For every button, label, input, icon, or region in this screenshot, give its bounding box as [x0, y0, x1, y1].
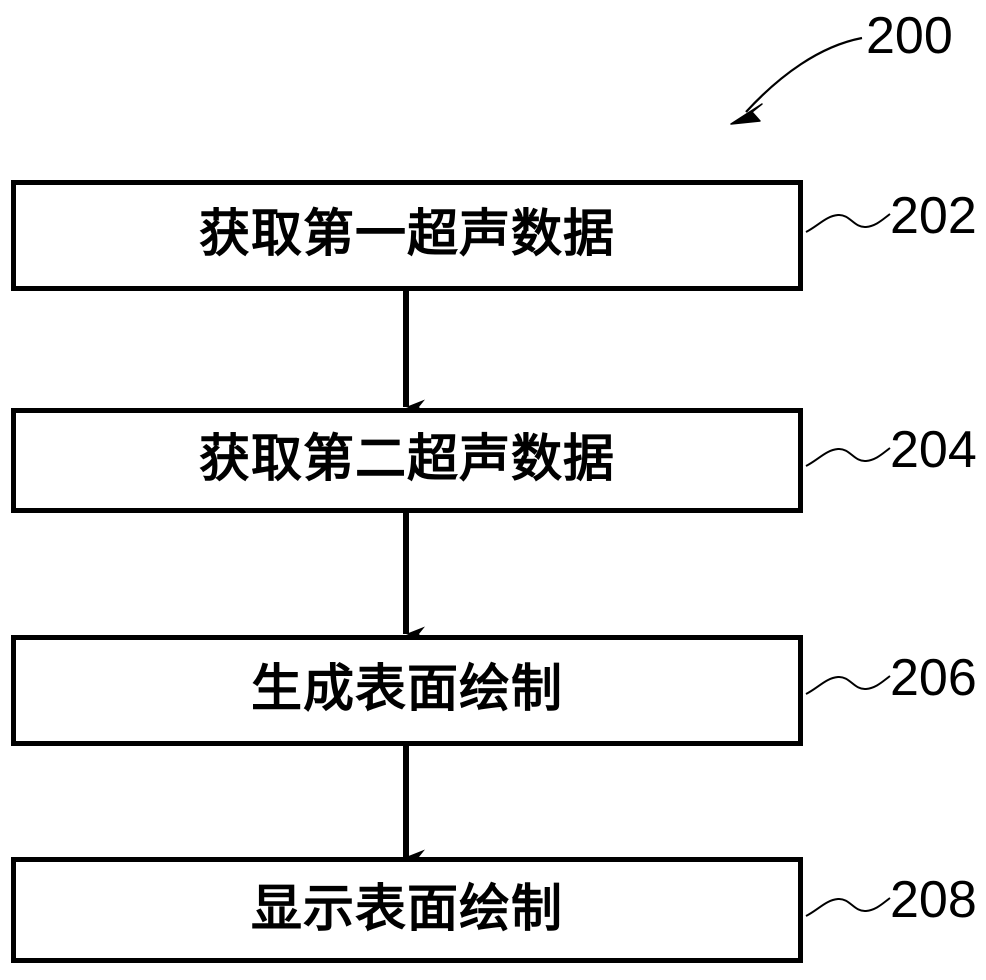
- ref-leader-206: [805, 675, 891, 695]
- ref-number-206: 206: [890, 649, 977, 707]
- flow-box-acquire-second-ultrasound-data[interactable]: 获取第二超声数据: [11, 408, 803, 513]
- flow-box-display-surface-rendering[interactable]: 显示表面绘制: [11, 857, 803, 963]
- flow-box-generate-surface-rendering[interactable]: 生成表面绘制: [11, 635, 803, 746]
- figure-leader-line: [745, 36, 863, 113]
- ref-leader-204: [805, 447, 891, 467]
- ref-number-202: 202: [890, 187, 977, 245]
- ref-leader-208: [805, 897, 891, 917]
- ref-leader-202: [805, 213, 891, 233]
- ref-number-208: 208: [890, 871, 977, 929]
- flow-box-label: 获取第二超声数据: [198, 429, 615, 489]
- flow-box-label: 生成表面绘制: [250, 659, 563, 719]
- figure-leader-arrowhead: [730, 103, 763, 125]
- figure-number-200: 200: [866, 7, 953, 65]
- flow-box-label: 显示表面绘制: [250, 878, 563, 939]
- flow-box-label: 获取第一超声数据: [198, 204, 615, 264]
- ref-number-204: 204: [890, 421, 977, 479]
- flow-box-acquire-first-ultrasound-data[interactable]: 获取第一超声数据: [11, 180, 803, 291]
